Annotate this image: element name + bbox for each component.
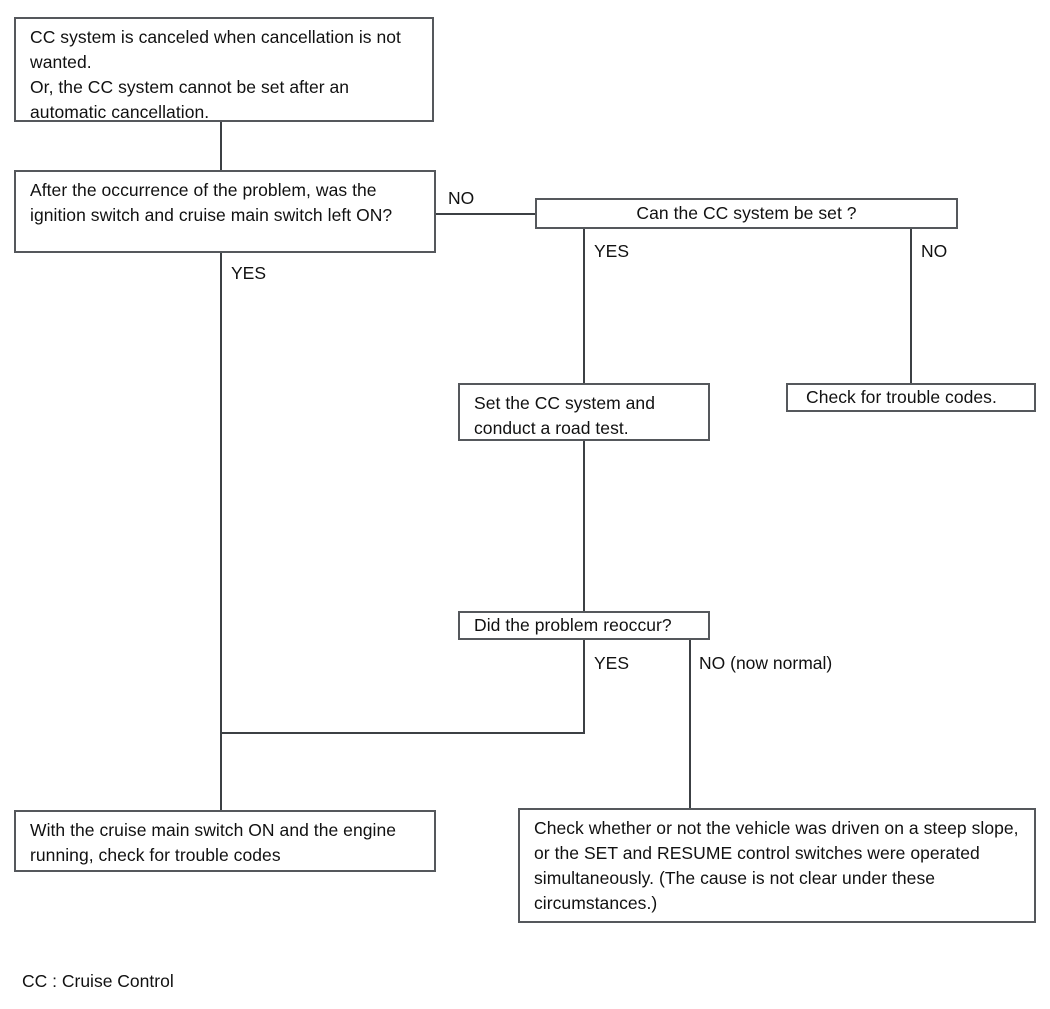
branch-label-reoccur-no: NO (now normal): [699, 653, 833, 673]
branch-label-ignition-no: NO: [448, 188, 475, 208]
connector-ignition-yes-trunk: [220, 253, 222, 810]
branch-label-reoccur-yes: YES: [594, 653, 630, 673]
node-action-cruise-switch-trouble-codes: With the cruise main switch ON and the e…: [14, 810, 436, 872]
legend-line-cc: CC : Cruise Control: [22, 971, 174, 991]
connector-ignition-no-to-canset: [436, 213, 535, 215]
node-question-problem-reoccur: Did the problem reoccur?: [458, 611, 710, 640]
branch-label-canset-yes: YES: [594, 241, 630, 261]
connector-reoccur-no-to-steepslope: [689, 640, 691, 808]
branch-label-ignition-yes: YES: [231, 263, 267, 283]
connector-setcc-to-reoccur: [583, 441, 585, 611]
legend: CC : Cruise Control ECU : Engine Control…: [22, 941, 225, 1009]
connector-reoccur-yes-to-trunk: [220, 732, 585, 734]
node-action-check-trouble-codes: Check for trouble codes.: [786, 383, 1036, 412]
node-action-check-steep-slope: Check whether or not the vehicle was dri…: [518, 808, 1036, 923]
connector-canset-yes-to-setcc: [583, 229, 585, 383]
connector-problem-to-ignition: [220, 122, 222, 170]
node-question-ignition-switch: After the occurrence of the problem, was…: [14, 170, 436, 253]
node-action-set-cc-road-test: Set the CC system and conduct a road tes…: [458, 383, 710, 441]
node-problem-statement: CC system is canceled when cancellation …: [14, 17, 434, 122]
node-question-can-cc-be-set: Can the CC system be set ?: [535, 198, 958, 229]
connector-reoccur-yes-down: [583, 640, 585, 734]
connector-canset-no-to-checkcodes: [910, 229, 912, 383]
branch-label-canset-no: NO: [921, 241, 948, 261]
